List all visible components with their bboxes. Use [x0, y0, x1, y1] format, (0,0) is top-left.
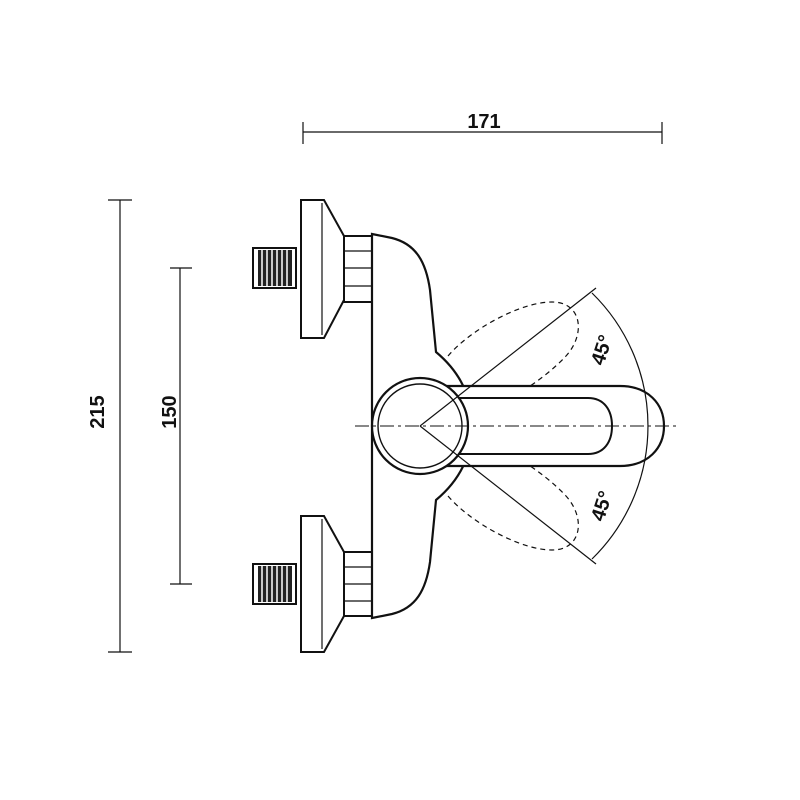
total-height-label: 215 — [87, 395, 109, 428]
inlet-spacing-label: 150 — [159, 395, 181, 428]
width-dimension-label: 171 — [467, 111, 500, 133]
lower-inlet-connector — [252, 515, 373, 653]
upper-inlet-connector — [252, 199, 373, 339]
width-dimension: 171 — [302, 111, 663, 144]
angle-lower-label: 45° — [587, 488, 617, 524]
angle-upper-label: 45° — [587, 332, 617, 368]
inlet-spacing-dimension: 150 — [159, 267, 192, 585]
total-height-dimension: 215 — [87, 199, 132, 653]
